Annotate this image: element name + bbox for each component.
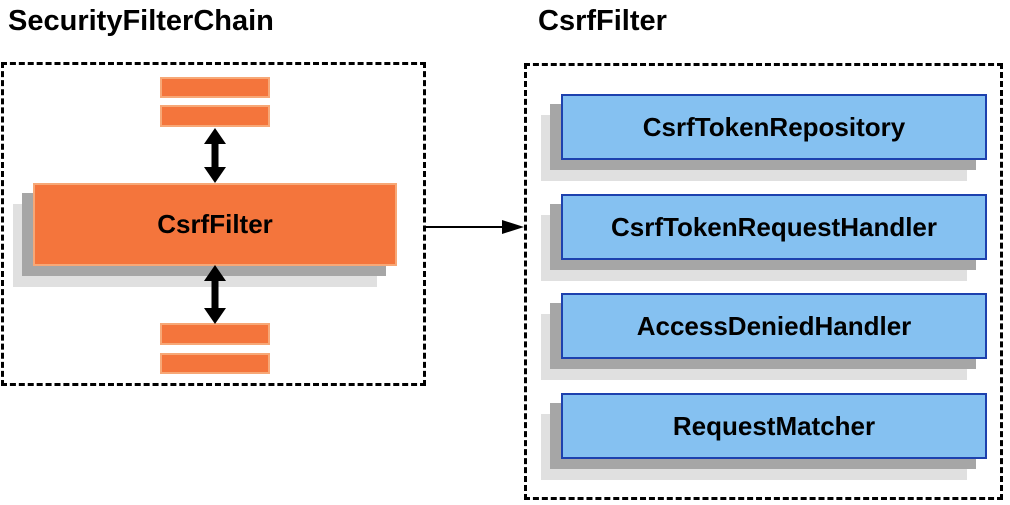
component-box-access-denied-handler: AccessDeniedHandler — [561, 293, 987, 359]
csrf-filter-node-label: CsrfFilter — [157, 209, 273, 239]
component-box-csrf-token-repository: CsrfTokenRepository — [561, 94, 987, 160]
component-label: CsrfTokenRequestHandler — [610, 211, 938, 242]
filter-placeholder-bar — [160, 353, 270, 374]
double-arrow-icon-bottom — [202, 265, 228, 324]
security-filter-chain-title: SecurityFilterChain — [8, 5, 274, 37]
flow-arrow-icon — [426, 218, 524, 236]
filter-placeholder-bar — [160, 77, 270, 98]
component-label: CsrfTokenRepository — [642, 111, 906, 142]
component-label: RequestMatcher — [672, 410, 876, 441]
filter-placeholder-bar — [160, 105, 270, 127]
component-box-csrf-token-request-handler: CsrfTokenRequestHandler — [561, 194, 987, 260]
component-label: AccessDeniedHandler — [636, 310, 912, 341]
double-arrow-icon-top — [202, 128, 228, 183]
csrf-filter-title: CsrfFilter — [538, 5, 667, 37]
component-box-request-matcher: RequestMatcher — [561, 393, 987, 459]
csrf-filter-container — [524, 63, 1003, 500]
security-filter-chain-container — [1, 62, 426, 386]
csrf-filter-node: CsrfFilter — [33, 183, 397, 266]
filter-placeholder-bar — [160, 323, 270, 345]
